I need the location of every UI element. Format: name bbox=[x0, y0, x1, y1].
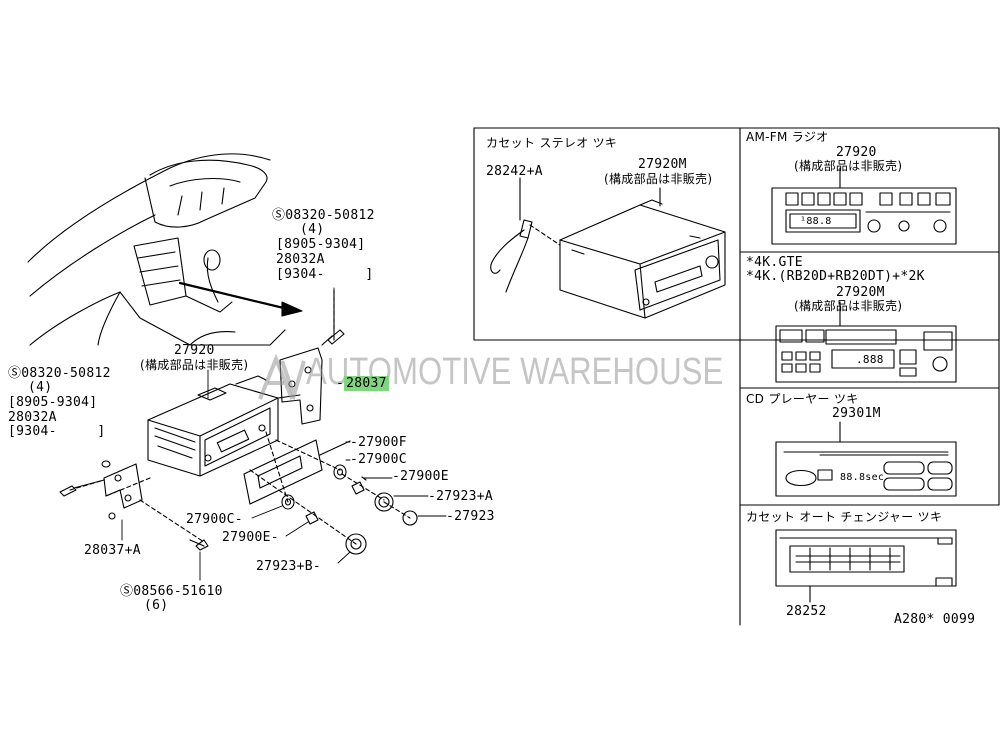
label-washer-1: -27900C bbox=[350, 452, 407, 467]
label-bolt-top-part2: 28032A bbox=[276, 252, 325, 267]
amfm-panel-title: AM-FM ラジオ bbox=[746, 130, 829, 144]
label-knob-b: 27923+B- bbox=[256, 559, 322, 574]
gte-panel-title-2: *4K.(RB20D+RB20DT)+*2K bbox=[746, 269, 925, 284]
changer-panel-title: カセット オート チェンジャー ツキ bbox=[746, 510, 943, 524]
changer-part-label: 28252 bbox=[786, 604, 827, 619]
dashboard-illustration bbox=[27, 153, 303, 346]
gte-panel-title-1: *4K.GTE bbox=[746, 255, 803, 270]
amfm-note-label: (構成部品は非販売) bbox=[794, 159, 903, 173]
label-bolt-left-part2: 28032A bbox=[8, 410, 57, 425]
label-bolt-top-range2: [9304- ] bbox=[276, 267, 374, 282]
cassette-changer-drawing bbox=[775, 529, 957, 603]
watermark-logo-icon bbox=[258, 353, 306, 402]
label-knob-a: -27923+A bbox=[428, 489, 494, 504]
label-screw-bottom: Ⓢ08566-51610 bbox=[120, 584, 223, 599]
cd-panel-title: CD プレーヤー ツキ bbox=[746, 392, 859, 406]
label-bolt-top-range1: [8905-9304] bbox=[276, 237, 366, 252]
gte-note-label: (構成部品は非販売) bbox=[794, 299, 903, 313]
assembly-lines bbox=[69, 289, 411, 545]
label-nut-1: -27900E bbox=[392, 469, 449, 484]
label-screw-bottom-qty: (6) bbox=[144, 598, 169, 613]
cd-player-drawing bbox=[775, 421, 957, 497]
label-bracket-left: 28037+A bbox=[84, 543, 141, 558]
label-washer-2: 27900C- bbox=[186, 512, 243, 527]
footer-code: A280* 0099 bbox=[894, 612, 976, 627]
amfm-display: ¹88.8 bbox=[800, 216, 832, 227]
cd-part-label: 29301M bbox=[832, 406, 881, 421]
label-bolt-left: Ⓢ08320-50812 bbox=[8, 366, 111, 381]
knob-hardware bbox=[281, 464, 418, 555]
label-bolt-left-qty: (4) bbox=[28, 380, 53, 395]
label-bolt-top: Ⓢ08320-50812 bbox=[272, 208, 375, 223]
gte-radio-drawing bbox=[775, 301, 957, 383]
label-radio-main-note: (構成部品は非販売) bbox=[140, 358, 249, 372]
label-bracket-right: -28037 bbox=[336, 376, 389, 391]
leader-lines bbox=[121, 287, 447, 581]
face-plate-27900F bbox=[243, 439, 351, 505]
radio-unit-27920 bbox=[147, 375, 301, 477]
label-bolt-top-qty: (4) bbox=[300, 222, 325, 237]
cassette-note-label: (構成部品は非販売) bbox=[604, 172, 713, 186]
label-bolt-left-range2: [9304- ] bbox=[8, 424, 106, 439]
cassette-panel-title: カセット ステレオ ツキ bbox=[486, 136, 618, 150]
amfm-radio-drawing bbox=[771, 167, 957, 245]
cassette-stereo-drawing bbox=[490, 177, 726, 319]
bracket-28037A bbox=[59, 460, 209, 551]
cassette-part-label: 27920M bbox=[638, 157, 687, 172]
label-knob: -27923 bbox=[446, 509, 495, 524]
gte-display: .888 bbox=[856, 353, 884, 366]
label-nut-2: 27900E- bbox=[222, 530, 279, 545]
label-radio-main: 27920 bbox=[174, 343, 215, 358]
panel-frame bbox=[473, 127, 1000, 626]
cd-display: 88.8sec bbox=[840, 472, 885, 483]
amfm-part-label: 27920 bbox=[836, 145, 877, 160]
cassette-harness-label: 28242+A bbox=[486, 164, 543, 179]
label-bolt-left-range1: [8905-9304] bbox=[8, 395, 98, 410]
watermark: AUTOMOTIVE WAREHOUSE bbox=[252, 349, 752, 409]
label-face-plate: -27900F bbox=[350, 435, 407, 450]
gte-part-label: 27920M bbox=[836, 285, 885, 300]
